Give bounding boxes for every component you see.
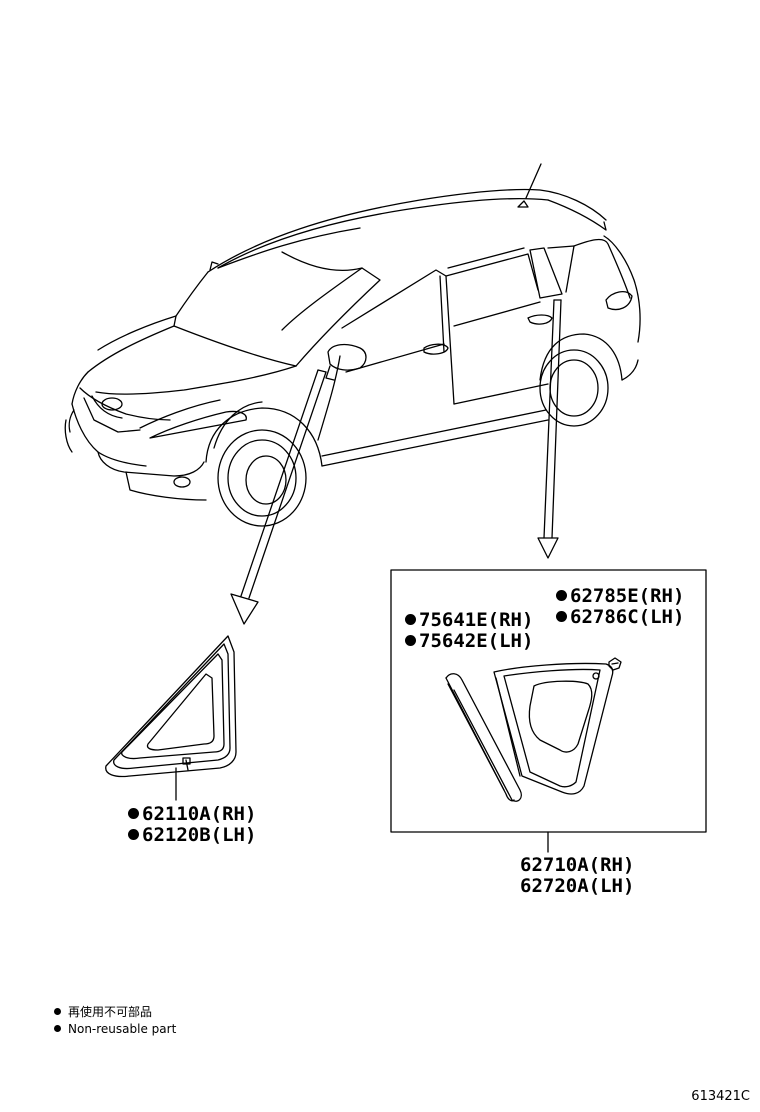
clip-lh-label: 62786C(LH) — [556, 607, 684, 627]
quarter-glass-lh-label: 62720A(LH) — [520, 875, 635, 897]
leader-arrow-rear — [537, 299, 562, 559]
non-reusable-dot — [128, 829, 139, 840]
front-window-glass-part — [105, 635, 237, 801]
vehicle-illustration — [64, 163, 641, 527]
non-reusable-dot — [405, 614, 416, 625]
legend-en: Non-reusable part — [54, 1021, 176, 1037]
weatherstrip-part — [445, 673, 522, 802]
non-reusable-dot — [556, 590, 567, 601]
non-reusable-dot — [128, 808, 139, 819]
leader-arrow-front — [230, 369, 327, 625]
front-glass-lh-label: 62120B(LH) — [128, 825, 256, 845]
front-glass-rh-label: 62110A(RH) — [128, 804, 256, 824]
quarter-glass-rh-label: 62710A(RH) — [520, 854, 635, 876]
non-reusable-dot — [405, 635, 416, 646]
clip-part — [608, 657, 622, 671]
non-reusable-dot — [556, 611, 567, 622]
legend-jp: 再使用不可部品 — [54, 1004, 152, 1020]
legend-dot — [54, 1008, 61, 1015]
weatherstrip-lh-label: 75642E(LH) — [405, 631, 533, 651]
clip-rh-label: 62785E(RH) — [556, 586, 684, 606]
rear-quarter-detail-box — [390, 569, 707, 833]
legend-dot — [54, 1025, 61, 1032]
illustration-code: 613421C — [691, 1089, 750, 1104]
weatherstrip-rh-label: 75641E(RH) — [405, 610, 533, 630]
